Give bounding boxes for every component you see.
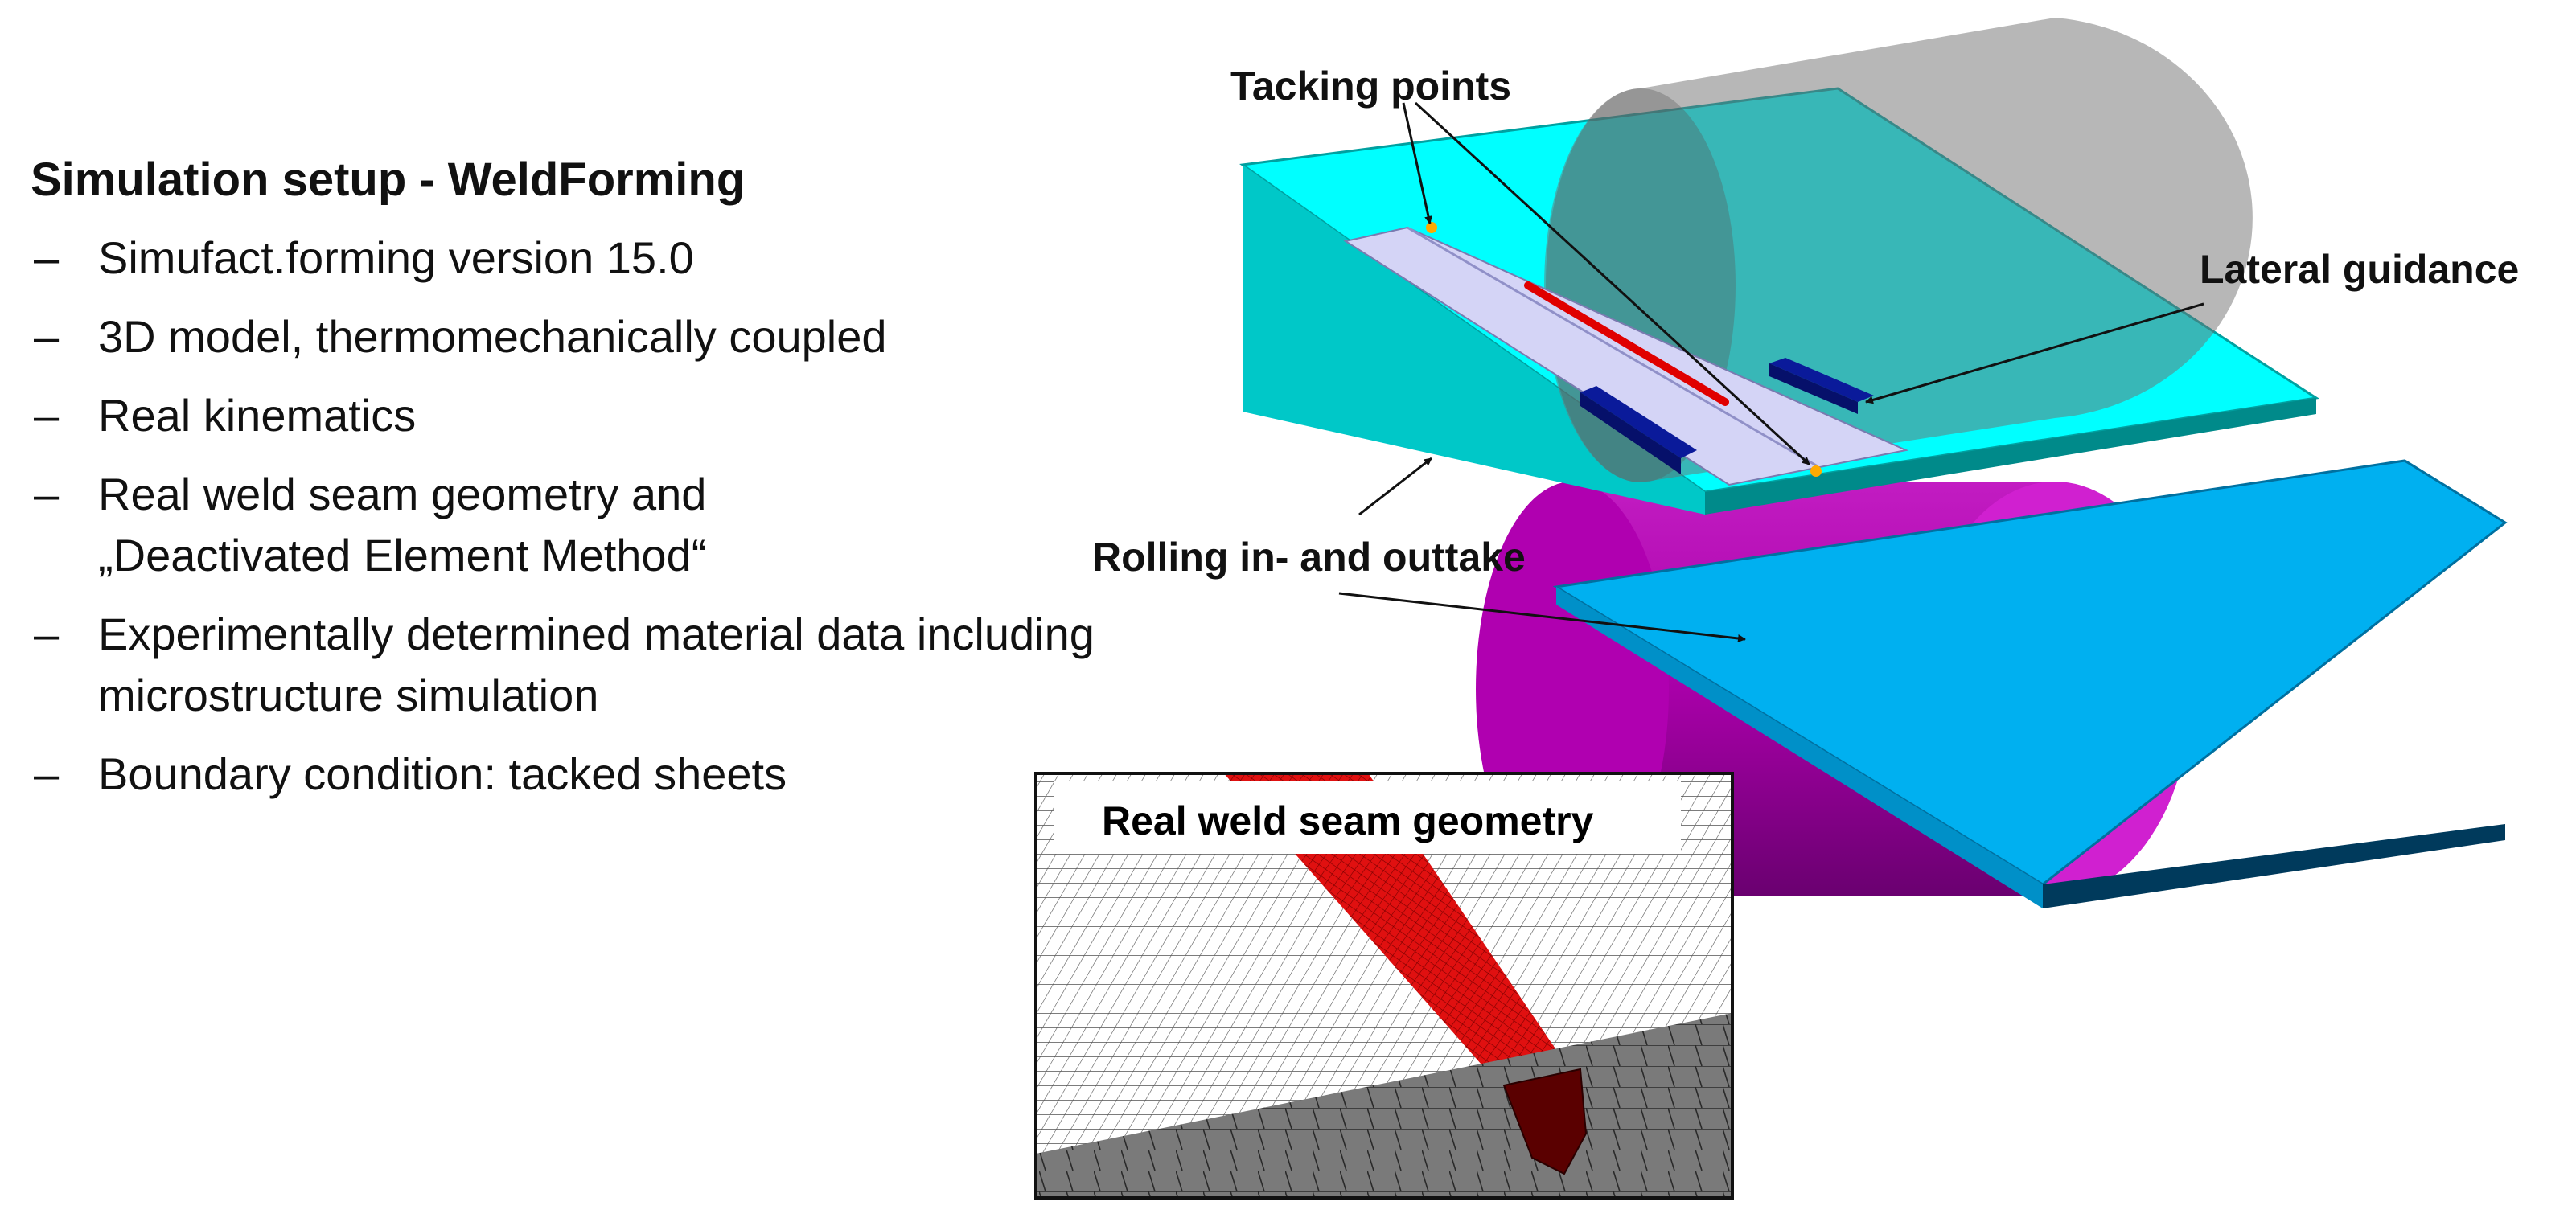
bullet-dash: – xyxy=(34,232,60,283)
bullet-item: – Simufact.forming version 15.0 xyxy=(31,228,1285,289)
tacking-points-label: Tacking points xyxy=(1230,64,1511,109)
bullet-item: – Real weld seam geometry and „Deactivat… xyxy=(31,464,1285,586)
bullet-item: – 3D model, thermomechanically coupled xyxy=(31,306,1285,367)
bullet-text: Boundary condition: tacked sheets xyxy=(98,748,787,799)
text-panel: Simulation setup - WeldForming – Simufac… xyxy=(31,153,1285,822)
weld-seam-inset: Real weld seam geometry xyxy=(1034,772,1734,1200)
bullet-list: – Simufact.forming version 15.0 – 3D mod… xyxy=(31,228,1285,805)
inset-title: Real weld seam geometry xyxy=(1102,798,1594,843)
bullet-text: Real weld seam geometry and xyxy=(98,469,707,519)
slide-heading: Simulation setup - WeldForming xyxy=(31,154,746,206)
bullet-item: – Boundary condition: tacked sheets xyxy=(31,744,1285,805)
bullet-text: Experimentally determined material data … xyxy=(98,609,1095,659)
tacking-point xyxy=(1426,222,1437,233)
tacking-point xyxy=(1810,465,1822,477)
bullet-text-continued: „Deactivated Element Method“ xyxy=(98,530,707,580)
outtake-plate xyxy=(1552,459,2508,908)
bullet-text: 3D model, thermomechanically coupled xyxy=(98,311,887,362)
bullet-dash: – xyxy=(34,748,60,799)
sheet-assembly xyxy=(1343,222,1909,486)
bullet-dash: – xyxy=(34,390,60,441)
bullet-dash: – xyxy=(34,609,60,659)
bullet-text-continued: microstructure simulation xyxy=(98,670,599,720)
weld-seam xyxy=(1524,281,1729,406)
guide-block-right xyxy=(1769,358,1874,402)
bullet-dash: – xyxy=(34,311,60,362)
bullet-text: Simufact.forming version 15.0 xyxy=(98,232,694,283)
lateral-guidance-label: Lateral guidance xyxy=(2200,247,2519,292)
bullet-text: Real kinematics xyxy=(98,390,417,441)
inset-title-box xyxy=(1054,781,1681,854)
guide-block-left xyxy=(1580,386,1697,458)
rolling-label: Rolling in- and outtake xyxy=(1092,535,1526,580)
bullet-item: – Real kinematics xyxy=(31,385,1285,446)
bullet-dash: – xyxy=(34,469,60,519)
bullet-item: – Experimentally determined material dat… xyxy=(31,604,1285,726)
leader-lines xyxy=(1338,101,2204,642)
